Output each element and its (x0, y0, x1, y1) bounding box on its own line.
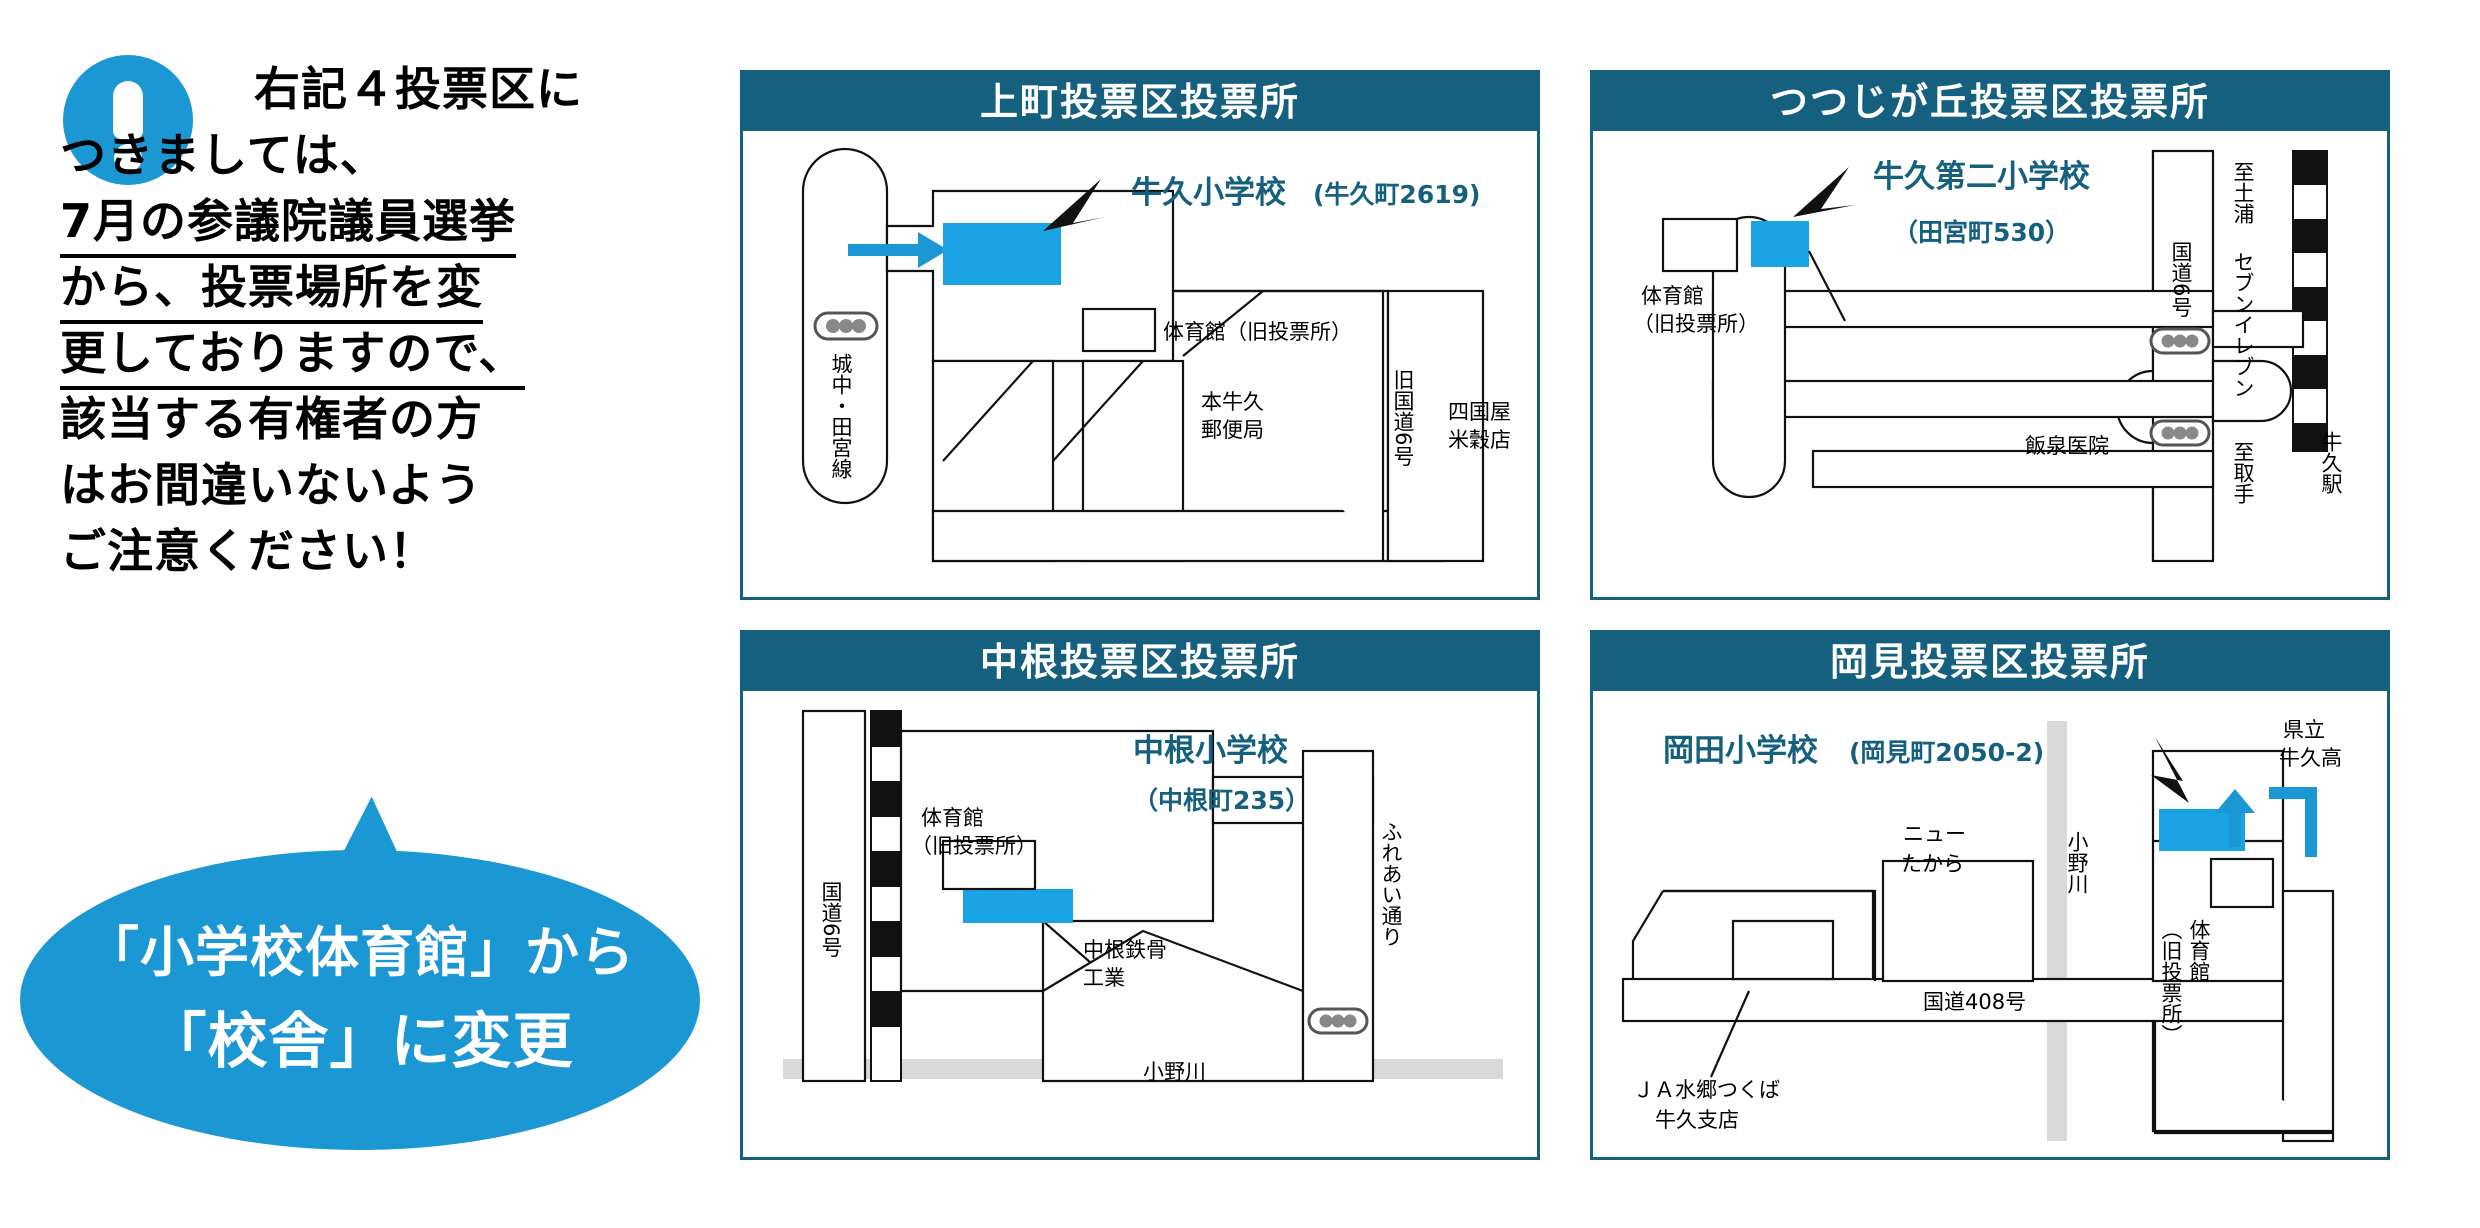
school-building-marker (963, 889, 1073, 923)
speech-bubble-text: 「小学校体育館」から 「校舎」に変更 (20, 910, 700, 1088)
map-panel-grid: 上町投票区投票所 (740, 70, 2460, 1160)
school-pointer-arrow (2151, 737, 2189, 803)
school-building-marker (943, 223, 1061, 285)
label-route408: 国道408号 (1923, 990, 2026, 1014)
label-new-takara-1: ニュー (1903, 822, 1966, 846)
panel-title-okami: 岡見投票区投票所 (1593, 633, 2387, 691)
railway-strip (870, 710, 902, 1082)
exclamation-stem (113, 81, 143, 139)
speech-bubble-oval (20, 850, 700, 1150)
label-onogawa: 小野川 (1143, 1060, 1206, 1084)
panel-title-tsutsujigaoka: つつじが丘投票区投票所 (1593, 73, 2387, 131)
label-shikokuya-2: 米穀店 (1448, 428, 1511, 452)
label-kenritsu-2: 牛久高 (2279, 746, 2342, 770)
panel-tsutsujigaoka[interactable]: つつじが丘投票区投票所 (1590, 70, 2390, 600)
label-johochu-line: 城中・田宮線 (829, 353, 853, 479)
blue-entry-arrow (848, 232, 948, 268)
notice-line-row: から、投票場所を変 (60, 256, 680, 324)
traffic-light-icon (2149, 419, 2211, 447)
label-onogawa: 小野川 (2065, 831, 2089, 894)
school-building-marker (1751, 221, 1809, 267)
map-tsutsujigaoka: 牛久第二小学校 （田宮町530） 体育館 （旧投票所） 国道6号 至土浦 セブン… (1593, 131, 2387, 597)
label-post-office-2: 郵便局 (1201, 418, 1264, 442)
traffic-light-icon (813, 311, 879, 341)
railway-strip (2292, 150, 2328, 452)
notice-line-6: はお間違いないよう (60, 458, 483, 512)
panel-okami[interactable]: 岡見投票区投票所 (1590, 630, 2390, 1160)
gym-box (1661, 217, 1739, 273)
notice-line-7: ご注意ください！ (60, 524, 436, 578)
label-gym-kanmachi: 体育館（旧投票所） (1163, 320, 1352, 344)
label-seven-eleven: セブンイレブン (2231, 251, 2255, 398)
panel-title-kanmachi: 上町投票区投票所 (743, 73, 1537, 131)
notice-line-0: 右記４投票区に (254, 62, 583, 116)
label-to-tsuchiura: 至土浦 (2231, 161, 2255, 224)
gym-box (941, 839, 1037, 891)
school-address-nakane: （中根町235） (1133, 786, 1310, 815)
exclamation-dot (114, 144, 142, 172)
label-to-toride: 至取手 (2231, 441, 2255, 504)
label-nakane-steel-2: 工業 (1083, 966, 1125, 990)
label-route6: 国道6号 (2169, 241, 2193, 318)
notice-column: 右記４投票区に つきましては、 7月の参議院議員選挙 から、投票場所を変 更して… (0, 0, 720, 1228)
panel-title-nakane: 中根投票区投票所 (743, 633, 1537, 691)
speech-bubble: 「小学校体育館」から 「校舎」に変更 (20, 789, 700, 1160)
notice-line-1: つきましては、 (60, 128, 387, 182)
label-gym-1: 体育館 (1641, 284, 1704, 308)
label-shikokuya: 四国屋 (1448, 400, 1511, 424)
notice-line-row: 該当する有権者の方 (60, 388, 680, 454)
label-ja-1: ＪＡ水郷つくば (1633, 1078, 1780, 1102)
gym-box (1081, 307, 1157, 353)
notice-line-5: 該当する有権者の方 (60, 392, 483, 446)
school-pointer-arrow (1043, 179, 1105, 231)
blue-entry-arrow (2215, 789, 2255, 847)
label-fureai-street: ふれあい通り (1379, 821, 1403, 947)
school-name-nakane: 中根小学校 (1133, 733, 1288, 769)
label-route6: 国道6号 (819, 881, 843, 958)
notice-line-row: 7月の参議院議員選挙 (60, 190, 680, 258)
notice-text-block: 右記４投票区に つきましては、 7月の参議院議員選挙 から、投票場所を変 更して… (60, 58, 680, 586)
notice-line-2: 7月の参議院議員選挙 (60, 190, 517, 258)
school-name-okami: 岡田小学校 (1663, 733, 1818, 769)
school-name-kanmachi: 牛久小学校 (1131, 175, 1286, 211)
traffic-light-icon (1307, 1007, 1369, 1035)
notice-line-row: ご注意ください！ (60, 520, 680, 586)
school-address-okami: (岡見町2050-2) (1849, 738, 2044, 767)
school-address-tsutsujigaoka: （田宮町530） (1893, 218, 2070, 247)
notice-line-4: 更しておりますので、 (60, 322, 526, 390)
label-ja-2: 牛久支店 (1655, 1108, 1739, 1132)
label-gym-1: 体育館 (921, 806, 984, 830)
school-name-tsutsujigaoka: 牛久第二小学校 (1873, 159, 2090, 195)
label-gym-2: （旧投票所） (1633, 312, 1759, 336)
bubble-line-2: 「校舎」に変更 (146, 1007, 574, 1077)
school-pointer-arrow (1793, 167, 1855, 217)
label-kenritsu-1: 県立 (2283, 718, 2325, 742)
notice-line-3: から、投票場所を変 (60, 256, 483, 324)
notice-line-row: つきましては、 (60, 124, 680, 190)
label-gym-vertical-1: 体育館 (2187, 919, 2211, 982)
exclamation-circle-icon (63, 55, 193, 185)
label-old-route6: 旧国道6号 (1391, 369, 1415, 467)
map-nakane: 中根小学校 （中根町235） 体育館 （旧投票所） 国道6号 中根鉄骨 工業 ふ… (743, 691, 1537, 1157)
school-address-kanmachi: (牛久町2619) (1313, 180, 1480, 209)
panel-nakane[interactable]: 中根投票区投票所 (740, 630, 1540, 1160)
label-nakane-steel: 中根鉄骨 (1083, 938, 1167, 962)
label-gym-vertical-2: （旧投票所） (2159, 919, 2183, 1045)
label-ushiku-station: 牛久駅 (2319, 431, 2343, 494)
panel-kanmachi[interactable]: 上町投票区投票所 (740, 70, 1540, 600)
label-gym-2: （旧投票所） (911, 834, 1037, 858)
traffic-light-icon (2149, 327, 2211, 355)
notice-line-row: 更しておりますので、 (60, 322, 680, 390)
notice-line-row: 右記４投票区に (60, 58, 680, 124)
bubble-line-1: 「小学校体育館」から (85, 921, 635, 984)
label-post-office: 本牛久 (1201, 390, 1264, 414)
gym-box (2209, 857, 2275, 909)
blue-route-arrow (2269, 787, 2317, 857)
label-new-takara-2: たから (1901, 852, 1964, 876)
map-kanmachi: 牛久小学校 (牛久町2619) 体育館（旧投票所） 城中・田宮線 本牛久 郵便局… (743, 131, 1537, 597)
notice-line-row: はお間違いないよう (60, 454, 680, 520)
label-iizumi-clinic: 飯泉医院 (2025, 434, 2109, 458)
river-onogawa (2047, 721, 2067, 1141)
map-okami: 岡田小学校 (岡見町2050-2) 県立 牛久高 ニュー たから 小野川 国道4… (1593, 691, 2387, 1157)
